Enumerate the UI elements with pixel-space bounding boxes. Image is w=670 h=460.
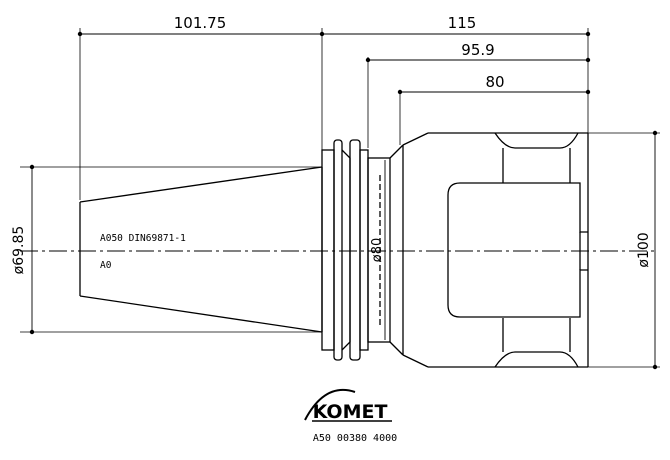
- dim-inner: 80: [485, 73, 504, 91]
- part-number: A50 00380 4000: [313, 433, 397, 444]
- dim-right-diameter: ø100: [636, 232, 652, 267]
- dimension-lines: [31, 33, 656, 367]
- dim-top-left: 101.75: [174, 14, 227, 32]
- flange: [321, 139, 369, 361]
- dim-center-diameter: ø80: [370, 238, 385, 263]
- annotation-size: A0: [100, 260, 112, 271]
- dim-mid: 95.9: [461, 41, 494, 59]
- collar: [367, 144, 404, 356]
- dim-top-right: 115: [448, 14, 477, 32]
- extension-lines: [20, 28, 660, 368]
- komet-logo: KOMET: [304, 388, 392, 423]
- dimension-arrows: [29, 31, 658, 370]
- dim-left-diameter: ø69.85: [11, 226, 27, 275]
- main-body: [379, 132, 589, 368]
- annotation-standard: A050 DIN69871-1: [100, 233, 186, 244]
- taper-shank: [79, 166, 323, 333]
- logo-brand: KOMET: [313, 401, 388, 423]
